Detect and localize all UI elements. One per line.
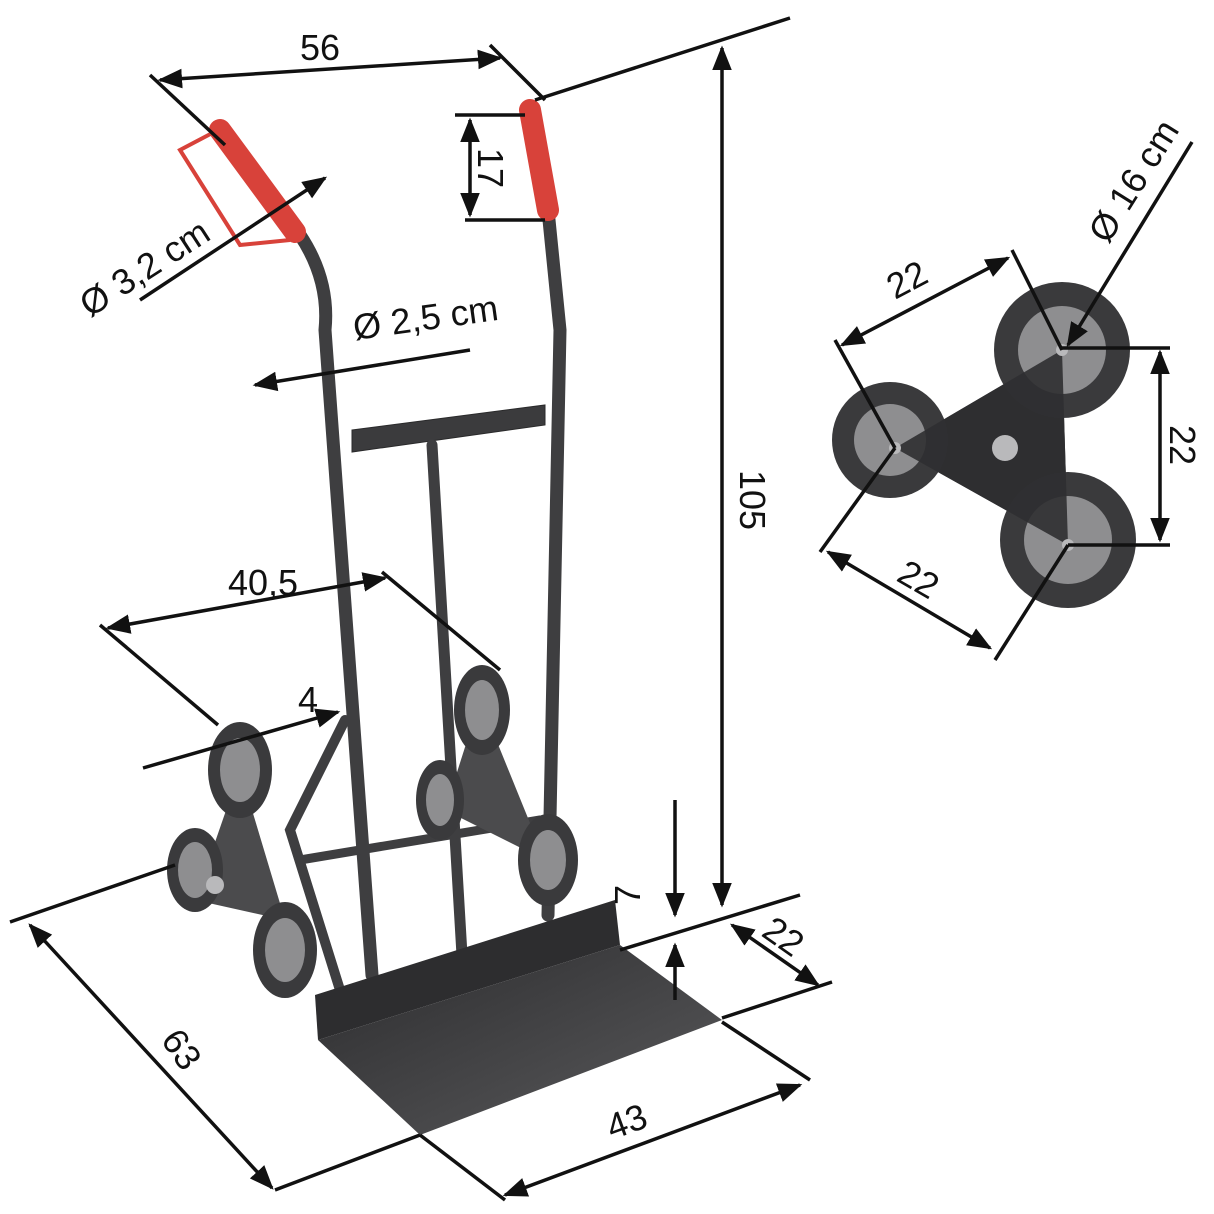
dim-handle-width: 56 — [300, 27, 340, 68]
dim-toe-plate-width: 43 — [601, 1095, 653, 1147]
center-hub — [992, 435, 1018, 461]
toe-plate-lip — [315, 900, 620, 1040]
toe-plate — [318, 945, 722, 1135]
dim-lip-height: 7 — [607, 885, 648, 905]
dim-tube-diameter: Ø 2,5 cm — [350, 287, 500, 348]
detail-dim-right: 22 — [1162, 425, 1203, 465]
detail-dim-top: 22 — [880, 252, 935, 307]
center-brace — [426, 439, 468, 961]
right-tri-wheel — [416, 665, 578, 906]
dim-toe-plate-depth: 22 — [755, 908, 811, 965]
dimension-annotations: 56 17 105 Ø 3,2 cm Ø 2,5 cm 40,5 4 7 2 — [9, 16, 833, 1202]
left-handle-tube — [293, 228, 379, 982]
lower-brace-left — [284, 715, 350, 995]
left-handle-grip — [209, 119, 306, 243]
dim-grip-length: 17 — [470, 148, 511, 188]
left-handle-loop — [177, 128, 291, 248]
dim-total-height: 105 — [732, 470, 773, 530]
crossbar — [351, 404, 546, 453]
dim-grip-diameter: Ø 3,2 cm — [72, 211, 217, 325]
detail-dim-bottom: 22 — [891, 551, 946, 607]
right-handle-grip — [519, 99, 559, 221]
tri-wheel-detail: 22 22 22 Ø 16 cm — [818, 112, 1203, 661]
dim-wheel-spacing: 40,5 — [228, 562, 298, 603]
dim-wheel-width: 4 — [298, 679, 318, 720]
detail-wheel-diameter: Ø 16 cm — [1080, 112, 1187, 249]
right-handle-tube — [541, 203, 567, 922]
